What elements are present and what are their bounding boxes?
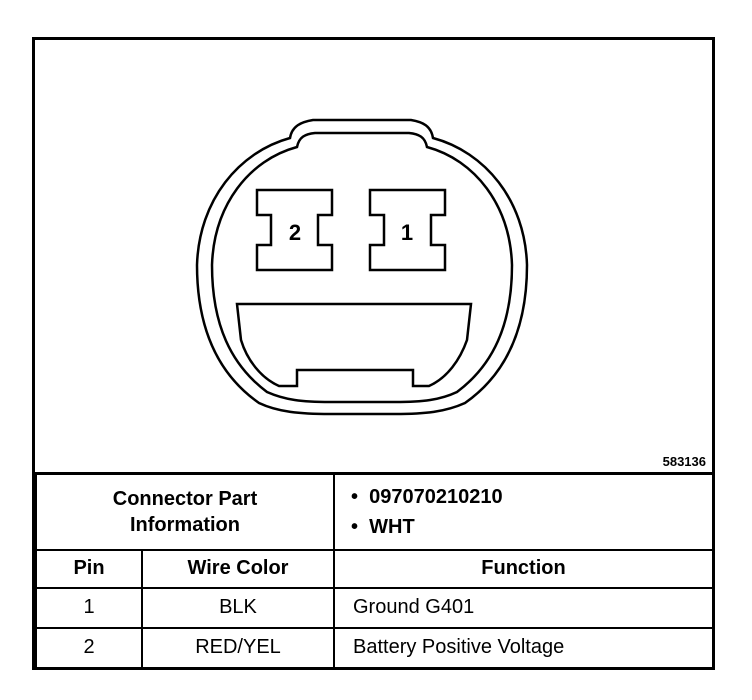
part-number: 097070210210	[369, 485, 503, 508]
connector-frame: 2 1 583136 Connector Part Information • …	[32, 37, 715, 670]
pin-2-cavity	[255, 188, 334, 272]
cell-wire-color: BLK	[141, 586, 335, 629]
latch-recess	[235, 302, 473, 388]
cell-pin: 1	[35, 586, 143, 629]
cpi-label-line1: Connector Part	[112, 487, 258, 510]
connector-part-info-label: Connector Part Information	[35, 472, 335, 551]
header-wire-color: Wire Color	[141, 548, 335, 589]
connector-outer-outline	[195, 118, 529, 416]
pin-1-label: 1	[401, 220, 413, 245]
table-row: 1 BLK Ground G401	[35, 586, 714, 629]
table-row: 2 RED/YEL Battery Positive Voltage	[35, 626, 714, 669]
cell-pin: 2	[35, 626, 143, 669]
cell-function: Battery Positive Voltage	[333, 626, 714, 669]
part-info-row: Connector Part Information • 09707021021…	[35, 472, 714, 551]
figure-id: 583136	[662, 454, 706, 469]
pin-2-label: 2	[289, 220, 301, 245]
header-pin: Pin	[35, 548, 143, 589]
part-number-item: • 097070210210	[351, 485, 503, 508]
header-function: Function	[333, 548, 714, 589]
connector-info-table: Connector Part Information • 09707021021…	[35, 472, 714, 669]
cell-wire-color: RED/YEL	[141, 626, 335, 669]
connector-color-item: • WHT	[351, 515, 415, 538]
connector-inner-outline	[210, 131, 514, 404]
connector-color: WHT	[369, 515, 415, 538]
pin-1-cavity	[368, 188, 447, 272]
connector-diagram: 2 1	[195, 118, 529, 416]
cpi-label-line2: Information	[130, 513, 240, 536]
table-header-row: Pin Wire Color Function	[35, 548, 714, 589]
connector-part-info-values: • 097070210210 • WHT	[333, 472, 714, 551]
cell-function: Ground G401	[333, 586, 714, 629]
